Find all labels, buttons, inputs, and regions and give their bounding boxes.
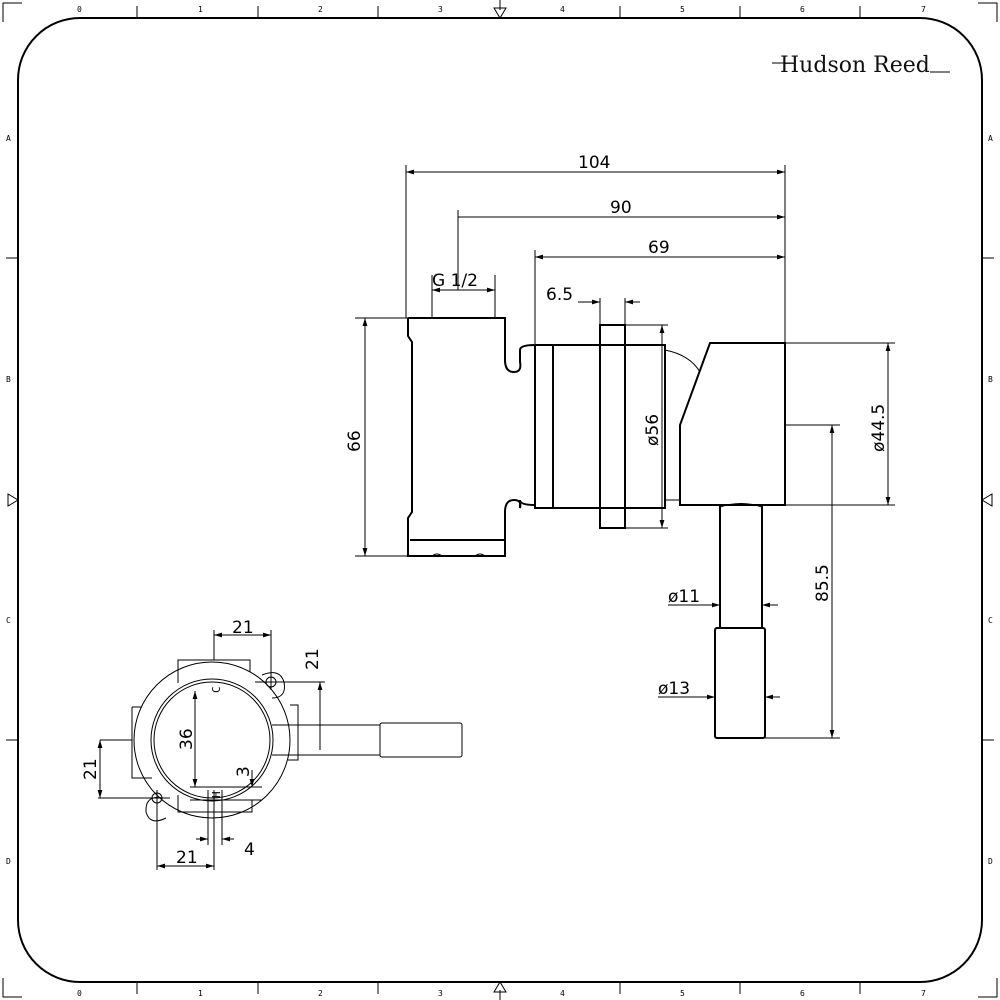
col-label: 4	[560, 5, 565, 14]
dim-stem-dia: ø11	[668, 587, 700, 607]
dim-bore: 36	[177, 728, 197, 750]
row-label: B	[6, 375, 11, 384]
dim-69: 69	[648, 238, 670, 258]
col-label: 1	[198, 989, 203, 998]
row-label: D	[988, 857, 993, 866]
dim-slot: 4	[244, 840, 255, 860]
row-label: A	[6, 134, 11, 143]
row-label: B	[988, 375, 993, 384]
col-label: 7	[921, 5, 926, 14]
dim-104: 104	[578, 153, 610, 173]
col-label: 2	[318, 5, 323, 14]
col-label: 0	[77, 989, 82, 998]
col-label: 2	[318, 989, 323, 998]
dim-handle-dia: ø44.5	[869, 404, 889, 452]
row-label: C	[988, 616, 993, 625]
col-label: 7	[921, 989, 926, 998]
mark-c: C	[210, 686, 223, 693]
row-label: A	[988, 134, 993, 143]
dim-flange-dia: ø56	[643, 414, 663, 446]
dim-bottom-offset: 21	[176, 848, 198, 868]
mark-h: H	[210, 791, 223, 798]
col-label: 0	[77, 5, 82, 14]
dim-right-offset: 21	[303, 648, 323, 670]
col-label: 4	[560, 989, 565, 998]
dim-90: 90	[610, 198, 632, 218]
dim-thread: G 1/2	[432, 271, 478, 291]
col-label: 6	[800, 5, 805, 14]
col-label: 3	[438, 5, 443, 14]
front-view: 21 21 36 3 21 21 4 C H	[81, 618, 463, 870]
dim-grip-dia: ø13	[658, 679, 690, 699]
col-label: 1	[198, 5, 203, 14]
row-label: C	[6, 616, 11, 625]
dim-lever-length: 85.5	[813, 564, 833, 602]
brand-logo: Hudson Reed	[772, 53, 950, 78]
col-label: 5	[680, 989, 685, 998]
side-view: 104 90 69 G 1/2 6.5 66 ø56 ø44.5 85.5 ø1…	[345, 153, 895, 739]
row-label: D	[6, 857, 11, 866]
dim-top-width: 21	[232, 618, 254, 638]
dim-flange: 6.5	[546, 285, 573, 305]
col-label: 5	[680, 5, 685, 14]
ruler-labels: 0 1 2 3 4 5 6 7 0 1 2 3 4 5 6 7 A B C D …	[6, 5, 993, 998]
dim-left-offset: 21	[81, 758, 101, 780]
col-label: 6	[800, 989, 805, 998]
dim-height: 66	[345, 430, 365, 452]
col-label: 3	[438, 989, 443, 998]
dim-gap: 3	[234, 766, 254, 777]
svg-text:Hudson Reed: Hudson Reed	[780, 53, 930, 78]
